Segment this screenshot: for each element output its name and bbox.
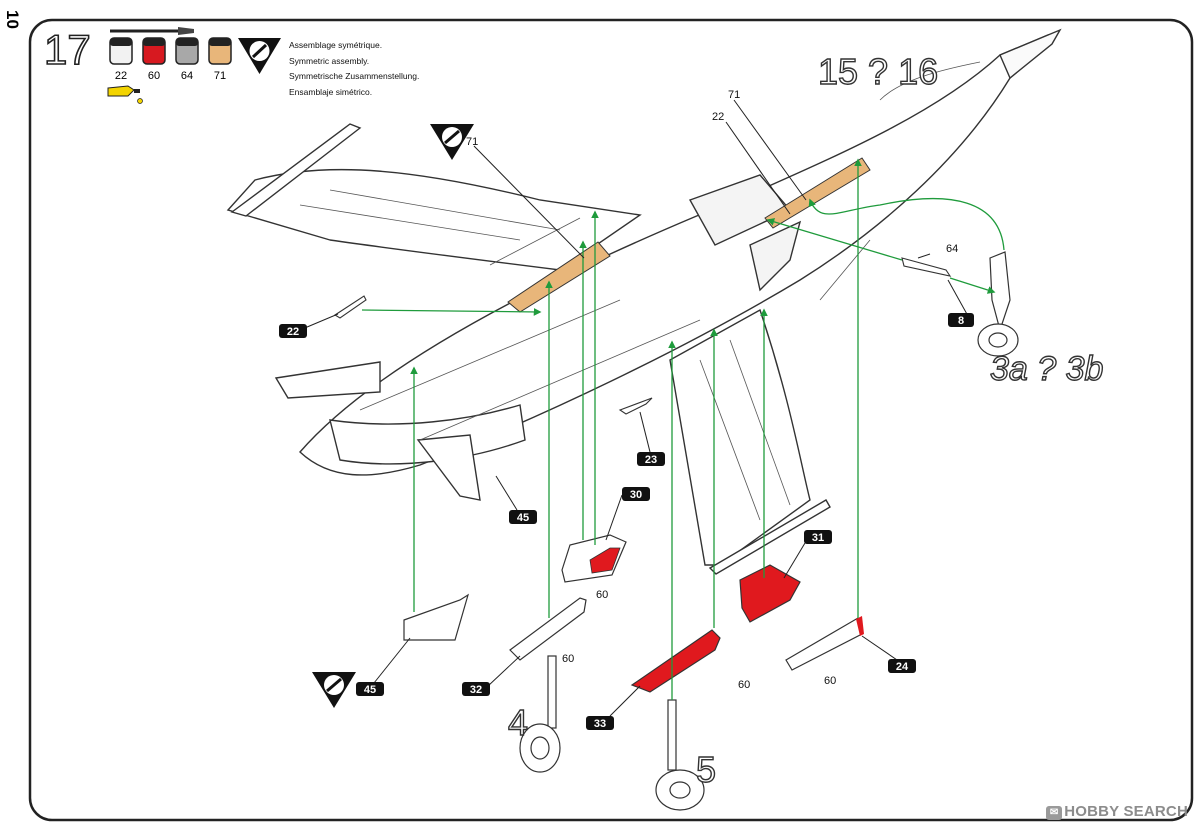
- part-31-bay: [739, 564, 801, 623]
- symmetric-notes: Assemblage symétrique. Symmetric assembl…: [289, 38, 419, 100]
- step-number: 17: [44, 26, 91, 73]
- part-30-red-inner: [589, 547, 621, 574]
- note-fr: Assemblage symétrique.: [289, 40, 383, 50]
- part-tag-8: 8: [948, 313, 974, 327]
- tan-strip-left: [507, 241, 611, 313]
- page-frame: [28, 18, 1194, 822]
- paint-code: 22: [115, 70, 127, 82]
- paint-pot-71: 71: [208, 37, 232, 82]
- nose-gear-assembly: [977, 251, 1019, 357]
- symmetric-assembly-icon: [238, 38, 281, 74]
- svg-text:33: 33: [594, 718, 606, 730]
- part-24-red-edge: [856, 616, 864, 636]
- part-45-fairing: [403, 593, 470, 641]
- part-23-plate: [618, 397, 653, 415]
- part-tag-33: 33: [586, 716, 614, 730]
- svg-text:30: 30: [630, 489, 642, 501]
- panel-lines: [299, 61, 981, 521]
- part-tag-45: 45: [356, 682, 384, 696]
- svg-text:45: 45: [517, 512, 529, 524]
- paint-pot-64: 64: [175, 37, 199, 82]
- svg-text:23: 23: [645, 454, 657, 466]
- color-callout-71: 71: [466, 136, 478, 148]
- watermark: ✉HOBBY SEARCH: [1046, 803, 1188, 820]
- gear-4-label: 4: [508, 702, 528, 743]
- note-es: Ensamblaje simétrico.: [289, 86, 373, 97]
- symmetric-assembly-icon: [312, 672, 356, 708]
- svg-text:22: 22: [287, 326, 299, 338]
- part-33-door: [630, 629, 721, 693]
- part-tag-45: 45: [509, 510, 537, 524]
- main-gear-5: [655, 699, 705, 811]
- color-callout-64: 64: [946, 243, 958, 255]
- part-8-strut: [901, 257, 952, 277]
- paint-code: 64: [181, 70, 193, 82]
- subassembly-label: 15 ? 16: [818, 51, 938, 92]
- hobby-search-logo-icon: ✉: [1046, 806, 1063, 820]
- paint-pot-60: 60: [142, 37, 166, 82]
- note-en: Symmetric assembly.: [289, 55, 370, 66]
- svg-text:8: 8: [958, 315, 964, 327]
- part-22-strut: [333, 295, 367, 319]
- svg-text:45: 45: [364, 684, 376, 696]
- svg-text:24: 24: [896, 661, 909, 673]
- part-tag-31: 31: [804, 530, 832, 544]
- watermark-text: HOBBY SEARCH: [1064, 803, 1188, 820]
- part-32-door: [509, 597, 587, 661]
- part-tag-23: 23: [637, 452, 665, 466]
- symmetric-assembly-icon: [430, 124, 474, 160]
- paint-code: 60: [148, 70, 160, 82]
- color-callout-60: 60: [824, 675, 836, 687]
- paint-pot-22: 22: [109, 37, 133, 82]
- glue-tube-icon: [107, 85, 143, 104]
- color-callout-22: 22: [712, 111, 724, 123]
- landing-gear-label: 3a ? 3b: [990, 350, 1103, 388]
- part-tag-30: 30: [622, 487, 650, 501]
- paint-code: 71: [214, 70, 226, 82]
- gear-5-label: 5: [696, 749, 716, 790]
- color-callout-60: 60: [596, 589, 608, 601]
- color-callout-71: 71: [728, 89, 740, 101]
- note-de: Symmetrische Zusammenstellung.: [289, 71, 420, 82]
- svg-text:31: 31: [812, 532, 824, 544]
- paint-brush-icon: [110, 27, 194, 35]
- color-callout-60: 60: [738, 679, 750, 691]
- part-tag-24: 24: [888, 659, 916, 673]
- assembly-guide-lines: [361, 158, 1005, 700]
- color-callout-60: 60: [562, 653, 574, 665]
- main-gear-4: [519, 655, 561, 773]
- svg-text:32: 32: [470, 684, 482, 696]
- part-tag-32: 32: [462, 682, 490, 696]
- part-tag-22: 22: [279, 324, 307, 338]
